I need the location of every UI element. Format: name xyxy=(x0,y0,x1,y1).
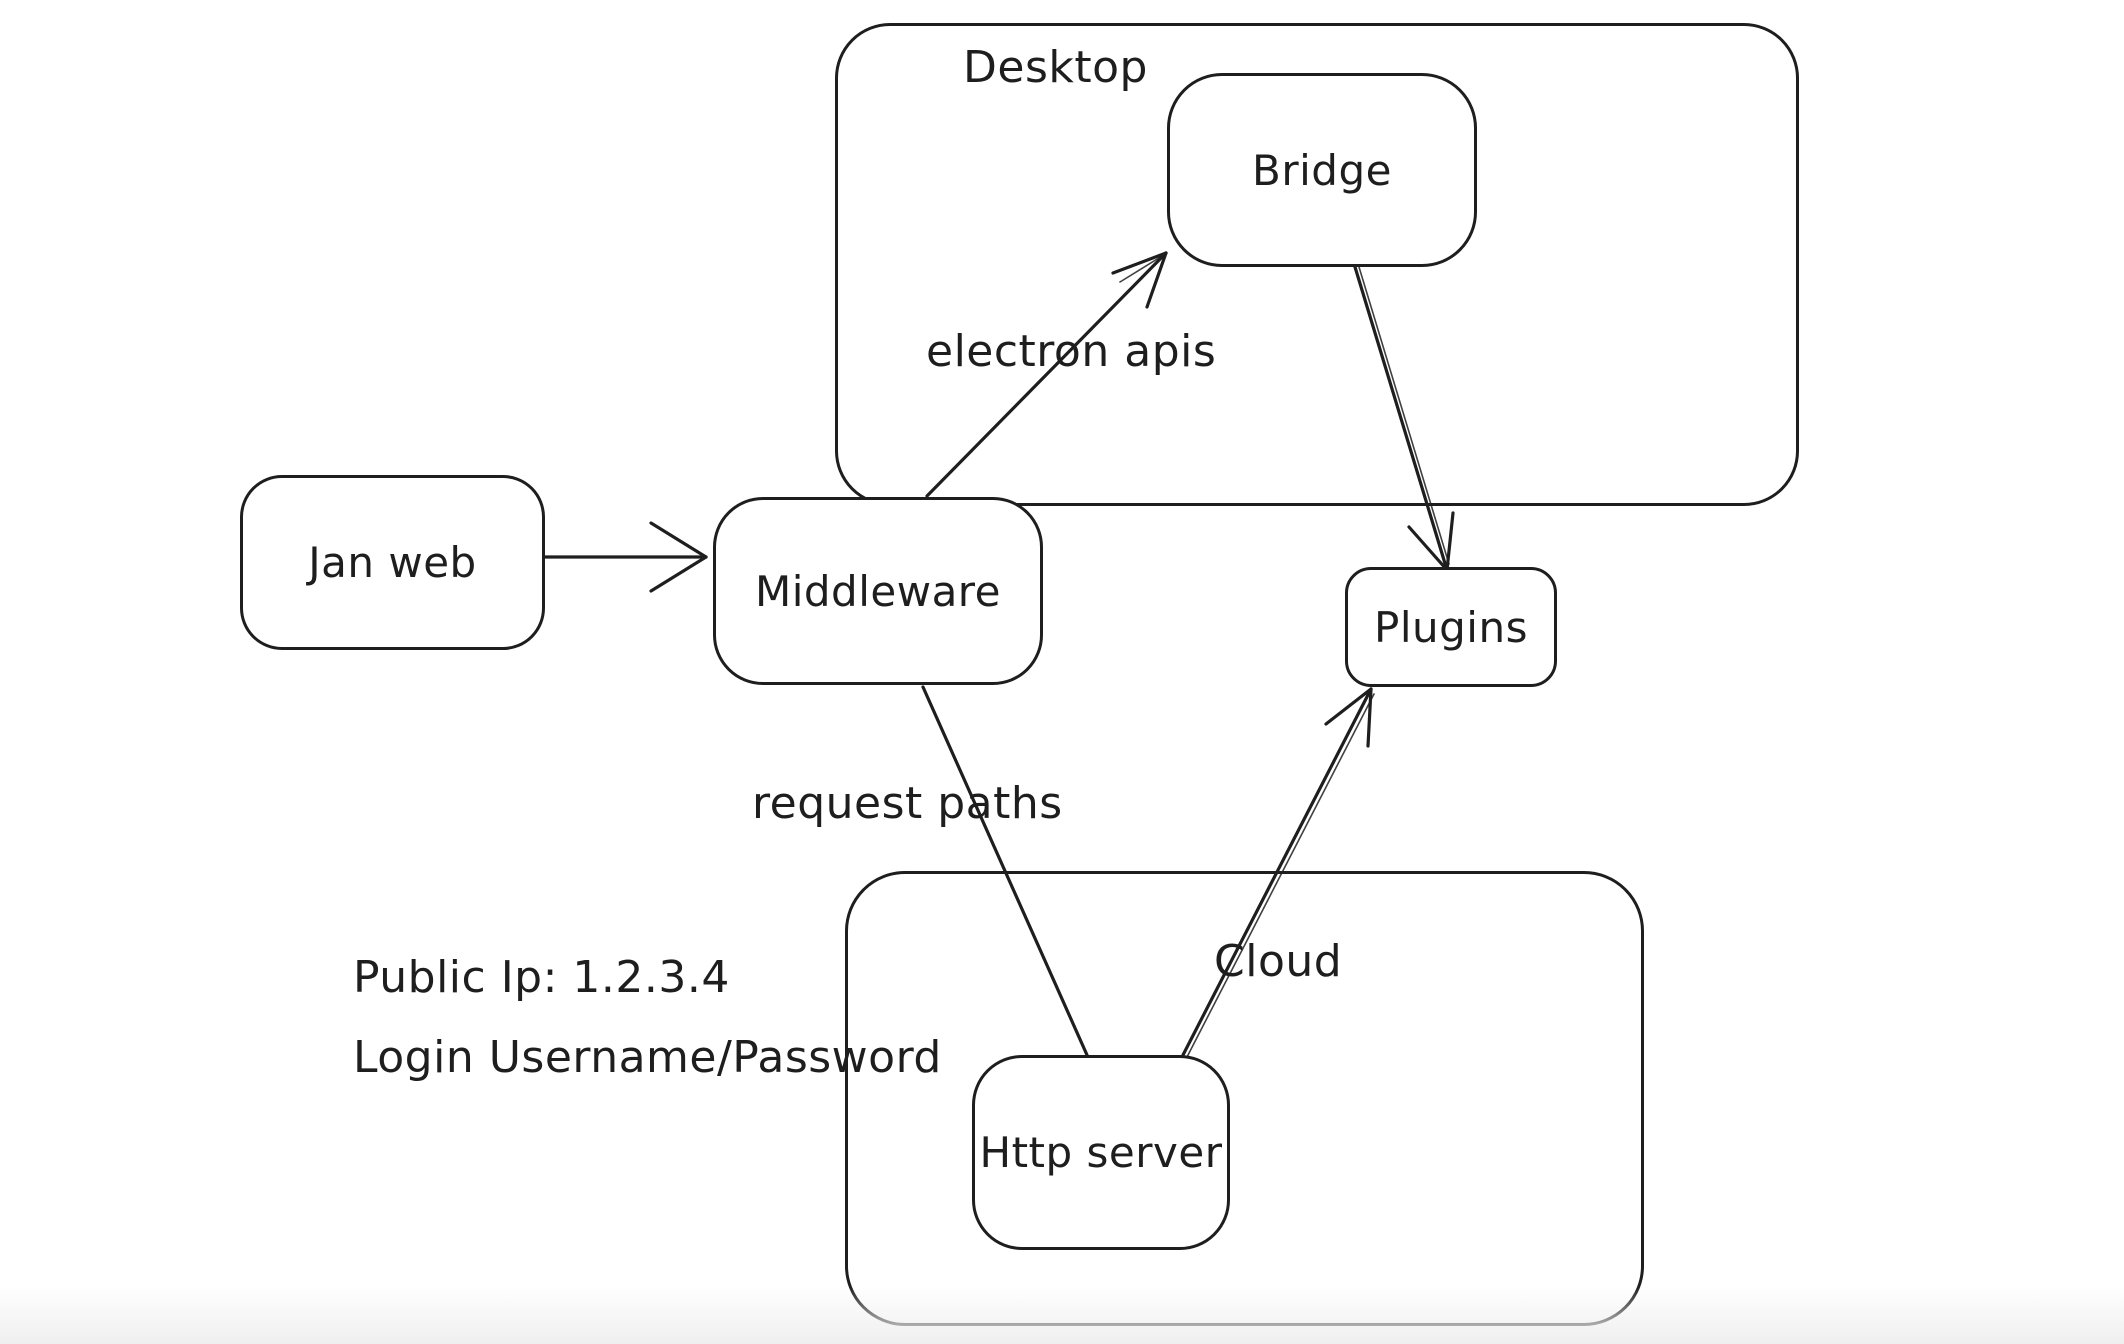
edge-bridge-to-plugins[interactable] xyxy=(1353,265,1455,572)
edge-label-request-paths[interactable]: request paths xyxy=(752,778,1063,829)
node-middleware-label: Middleware xyxy=(754,566,1001,616)
annotation-public-ip[interactable]: Public Ip: 1.2.3.4 xyxy=(353,952,730,1003)
edge-middleware-to-bridge[interactable] xyxy=(925,251,1168,498)
annotation-login[interactable]: Login Username/Password xyxy=(353,1032,942,1083)
edge-label-electron-apis[interactable]: electron apis xyxy=(926,326,1217,377)
node-bridge-label: Bridge xyxy=(1252,145,1392,195)
node-jan-web-label: Jan web xyxy=(308,538,477,587)
cloud-container-label[interactable]: Cloud xyxy=(1214,936,1343,987)
node-plugins[interactable]: Plugins xyxy=(1345,567,1557,687)
node-middleware[interactable]: Middleware xyxy=(713,497,1043,685)
edge-janweb-to-middleware[interactable] xyxy=(543,521,708,593)
desktop-container-label[interactable]: Desktop xyxy=(963,42,1148,93)
edge-middleware-to-httpserver[interactable] xyxy=(921,685,1089,1057)
node-jan-web[interactable]: Jan web xyxy=(240,475,545,650)
node-http-server-label: Http server xyxy=(979,1128,1223,1177)
edge-httpserver-to-plugins[interactable] xyxy=(1181,687,1375,1058)
node-plugins-label: Plugins xyxy=(1374,602,1528,652)
node-http-server[interactable]: Http server xyxy=(972,1055,1230,1250)
desktop-container[interactable] xyxy=(835,23,1799,506)
node-bridge[interactable]: Bridge xyxy=(1167,73,1477,267)
